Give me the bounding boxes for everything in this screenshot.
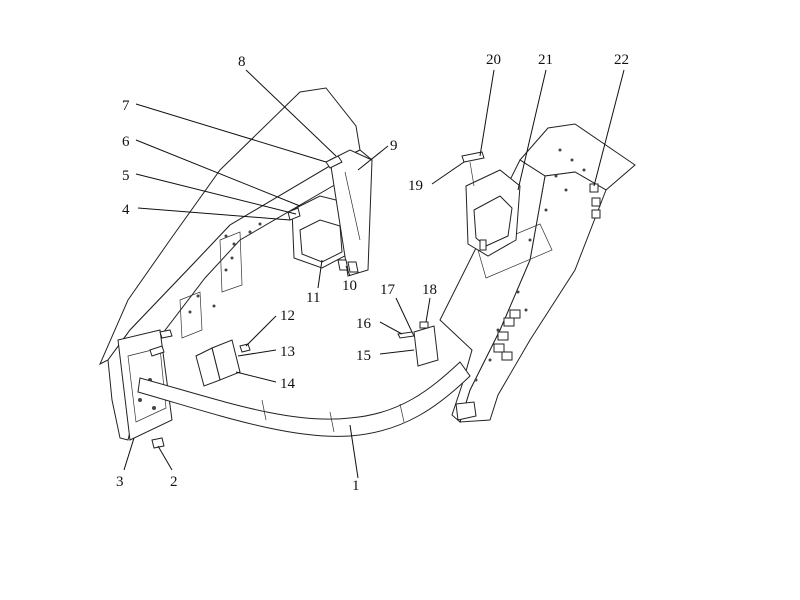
part-label-15: 15 — [356, 348, 371, 364]
part-label-2: 2 — [170, 474, 178, 490]
right-frame-rail — [439, 123, 636, 423]
part-labels: 1 2 3 4 5 6 7 8 9 10 11 12 13 14 15 16 1… — [116, 52, 629, 494]
part-label-1: 1 — [352, 478, 360, 494]
part-label-10: 10 — [342, 278, 357, 294]
part-label-4: 4 — [122, 202, 130, 218]
part-label-16: 16 — [356, 316, 372, 332]
part-label-18: 18 — [422, 282, 437, 298]
part-label-5: 5 — [122, 168, 130, 184]
part-label-14: 14 — [280, 376, 296, 392]
part-label-6: 6 — [122, 134, 130, 150]
right-lower-bracket — [397, 321, 439, 367]
part-label-17: 17 — [380, 282, 396, 298]
right-mount-assembly — [461, 151, 521, 257]
part-label-11: 11 — [306, 290, 320, 306]
part-label-8: 8 — [238, 54, 246, 70]
left-mount-assembly — [287, 149, 373, 277]
leader-lines — [123, 69, 625, 479]
left-lower-bracket — [195, 339, 251, 387]
part-label-12: 12 — [280, 308, 295, 324]
cross-tube — [137, 361, 471, 437]
part-label-9: 9 — [390, 138, 398, 154]
part-label-19: 19 — [408, 178, 423, 194]
part-label-20: 20 — [486, 52, 501, 68]
part-label-13: 13 — [280, 344, 295, 360]
part-label-21: 21 — [538, 52, 553, 68]
part-label-3: 3 — [116, 474, 124, 490]
part-label-7: 7 — [122, 98, 130, 114]
part-label-22: 22 — [614, 52, 629, 68]
